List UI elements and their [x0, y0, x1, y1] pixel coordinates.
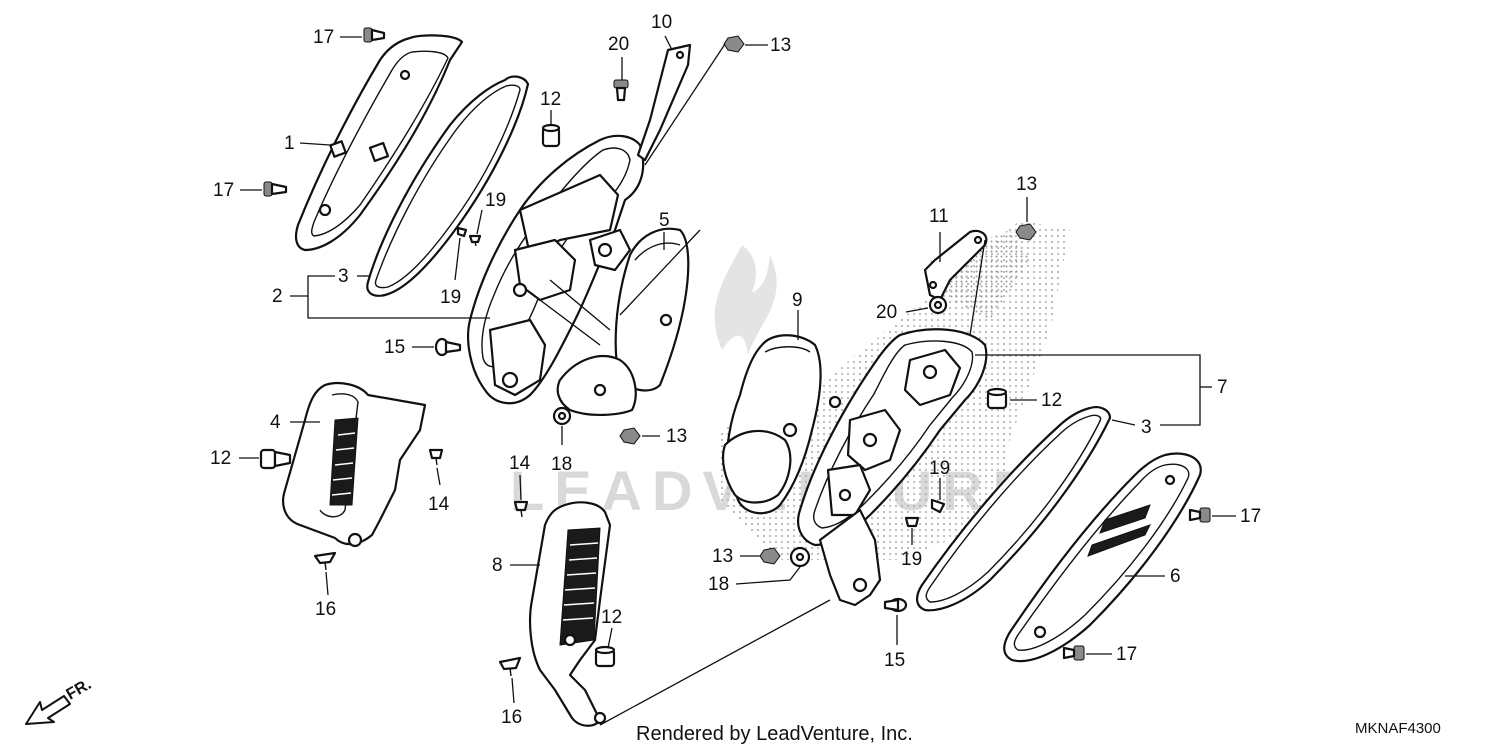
callout-12: 12 — [601, 607, 622, 628]
callout-15: 15 — [384, 337, 405, 358]
bolt-17-top — [363, 27, 386, 43]
callout-12: 12 — [540, 89, 561, 110]
callout-8: 8 — [492, 555, 503, 576]
screw-16b — [498, 656, 522, 677]
nut-13c — [1015, 223, 1037, 241]
part-6-side-cover-right — [1003, 452, 1202, 663]
screw-14b — [513, 500, 529, 518]
callout-17: 17 — [1116, 644, 1137, 665]
callout-16: 16 — [501, 707, 522, 728]
callout-12: 12 — [210, 448, 231, 469]
callout-5: 5 — [659, 210, 670, 231]
washer-18b — [789, 546, 811, 568]
part-1-side-cover-inner — [294, 34, 464, 252]
part-8-lower-cover-center — [528, 501, 612, 727]
callout-19: 19 — [929, 458, 950, 479]
vent-grille-left — [329, 417, 359, 506]
part-9-air-duct-right — [721, 334, 822, 515]
collar-12-top — [541, 123, 561, 148]
collar-12-left — [259, 448, 292, 470]
callout-1: 1 — [284, 133, 295, 154]
callout-9: 9 — [792, 290, 803, 311]
callout-13: 13 — [1016, 174, 1037, 195]
callout-17: 17 — [1240, 506, 1261, 527]
collar-12-right — [986, 387, 1008, 410]
emblem — [1087, 504, 1151, 557]
callout-19: 19 — [485, 190, 506, 211]
bolt-17-left — [263, 181, 288, 197]
screw-14a — [428, 448, 444, 466]
callout-6: 6 — [1170, 566, 1181, 587]
washer-18a — [552, 406, 572, 426]
callout-labels: 17 20 10 13 12 1 17 19 5 3 2 19 15 4 12 … — [210, 12, 1261, 728]
collar-12-center — [594, 645, 616, 668]
diagram-code: MKNAF4300 — [1355, 720, 1441, 737]
screw-19c — [930, 498, 946, 514]
fasteners — [259, 27, 1211, 677]
screw-19a — [468, 234, 482, 247]
callout-4: 4 — [270, 412, 281, 433]
bolt-15-left — [434, 337, 462, 357]
part-11-stay — [923, 229, 988, 302]
front-marker-label: FR. — [64, 676, 95, 704]
callout-19: 19 — [901, 549, 922, 570]
screw-19d — [904, 516, 920, 528]
nut-13-top — [723, 35, 745, 53]
callout-7: 7 — [1217, 377, 1228, 398]
callout-16: 16 — [315, 599, 336, 620]
collar-20b — [928, 295, 948, 315]
part-5-air-duct — [556, 227, 690, 417]
part-4-lower-cover-left — [282, 381, 427, 548]
part-10-stay — [636, 43, 692, 162]
part-2-side-frame-left — [467, 134, 645, 405]
callout-18: 18 — [708, 574, 729, 595]
bolt-15b — [883, 597, 908, 613]
bolt-20-top — [613, 79, 629, 102]
callout-17: 17 — [313, 27, 334, 48]
callout-17: 17 — [213, 180, 234, 201]
callout-20: 20 — [876, 302, 897, 323]
callout-18: 18 — [551, 454, 572, 475]
callout-19: 19 — [440, 287, 461, 308]
vent-grille-center — [559, 527, 601, 646]
callout-15: 15 — [884, 650, 905, 671]
callout-3: 3 — [338, 266, 349, 287]
callout-13: 13 — [712, 546, 733, 567]
callout-3: 3 — [1141, 417, 1152, 438]
callout-20: 20 — [608, 34, 629, 55]
leader-lines — [239, 35, 1236, 726]
callout-14: 14 — [428, 494, 450, 515]
bolt-17d — [1062, 645, 1085, 661]
part-7-side-frame-right — [797, 328, 988, 607]
render-credit: Rendered by LeadVenture, Inc. — [636, 723, 913, 745]
front-direction-marker: FR. — [25, 676, 95, 725]
screw-16a — [313, 551, 337, 571]
callout-13: 13 — [666, 426, 687, 447]
callout-14: 14 — [509, 453, 531, 474]
callout-12: 12 — [1041, 390, 1062, 411]
front-arrow-icon — [25, 695, 71, 725]
bolt-17c — [1188, 507, 1211, 523]
callout-11: 11 — [929, 206, 949, 227]
callout-13: 13 — [770, 35, 791, 56]
screw-19b — [456, 226, 468, 238]
nut-13b — [619, 427, 641, 445]
part-3-seal-right — [916, 406, 1112, 612]
part-3-seal-left — [366, 75, 530, 297]
callout-10: 10 — [651, 12, 672, 33]
callout-2: 2 — [272, 286, 283, 307]
